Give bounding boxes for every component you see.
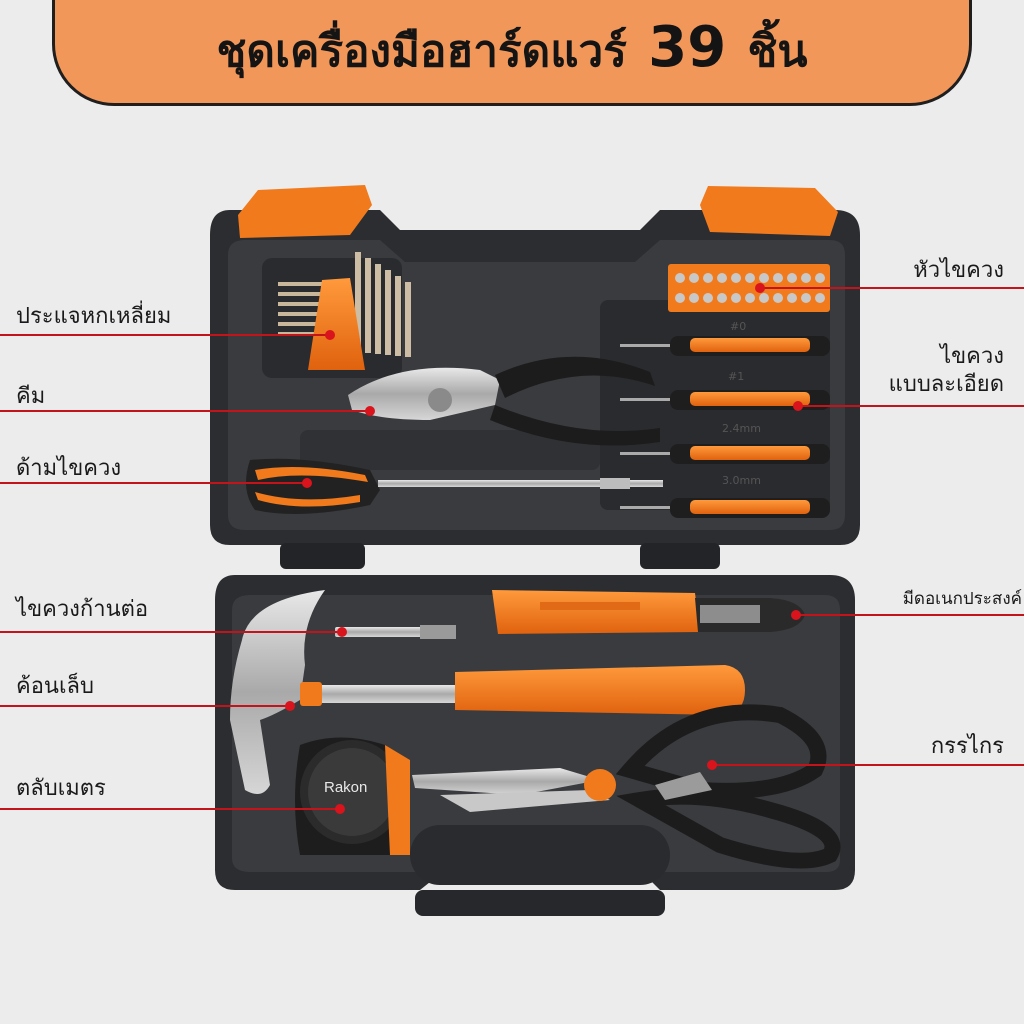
callout-dot-scissors [707,760,717,770]
callout-dot-screwdriver-handle [302,478,312,488]
callout-line-extension-bar [0,631,342,633]
callout-dot-hex-keys [325,330,335,340]
driver-size-4: 3.0mm [722,474,761,487]
hammer [230,590,745,794]
right-latch [700,186,838,236]
callout-line-precision [798,405,1024,407]
callout-dot-tape-measure [335,804,345,814]
callout-dot-pliers [365,406,375,416]
tape-measure: Rakon [295,737,410,855]
utility-knife [492,590,805,634]
left-latch [238,185,372,238]
label-scissors: กรรไกร [930,734,1004,759]
callout-line-screwdriver-handle [0,482,307,484]
callout-line-hex-keys [0,334,330,336]
precision-screwdrivers: #0 #1 2.4mm 3.0mm [620,320,830,518]
label-utility-knife: มีดอเนกประสงค์ [902,589,1022,609]
title-prefix: ชุดเครื่องมือฮาร์ดแวร์ [216,26,627,77]
callout-line-pliers [0,410,370,412]
driver-size-2: #1 [728,370,744,383]
callout-line-utility-knife [796,614,1024,616]
screwdriver [246,458,663,514]
label-hammer: ค้อนเล็บ [16,674,94,699]
hinge [280,543,720,569]
label-bits: หัวไขควง [913,258,1004,283]
label-screwdriver-handle: ด้ามไขควง [16,456,122,481]
callout-line-tape-measure [0,808,340,810]
label-extension-bar: ไขควงก้านต่อ [16,597,149,622]
extension-bar [335,625,456,639]
callout-dot-precision [793,401,803,411]
callout-dot-hammer [285,701,295,711]
pliers [348,356,660,446]
callout-line-scissors [712,764,1024,766]
label-precision-line1: ไขควง [940,344,1004,369]
title-banner: ชุดเครื่องมือฮาร์ดแวร์ 39 ชิ้น [52,0,972,106]
driver-size-3: 2.4mm [722,422,761,435]
label-precision-line2: แบบละเอียด [888,372,1004,397]
title-suffix: ชิ้น [747,26,808,77]
callout-line-hammer [0,705,290,707]
driver-size-1: #0 [730,320,746,333]
callout-dot-extension-bar [337,627,347,637]
case-handle [415,890,665,916]
scissors [412,704,841,869]
title-number: 39 [648,15,727,80]
label-tape-measure: ตลับเมตร [16,776,106,801]
callout-dot-bits [755,283,765,293]
label-pliers: คีม [16,384,46,409]
callout-dot-utility-knife [791,610,801,620]
bit-set [668,264,830,312]
label-hex-keys: ประแจหกเหลี่ยม [16,304,172,329]
tape-brand: Rakon [324,779,367,796]
callout-line-bits [760,287,1024,289]
title-text: ชุดเครื่องมือฮาร์ดแวร์ 39 ชิ้น [55,15,969,86]
